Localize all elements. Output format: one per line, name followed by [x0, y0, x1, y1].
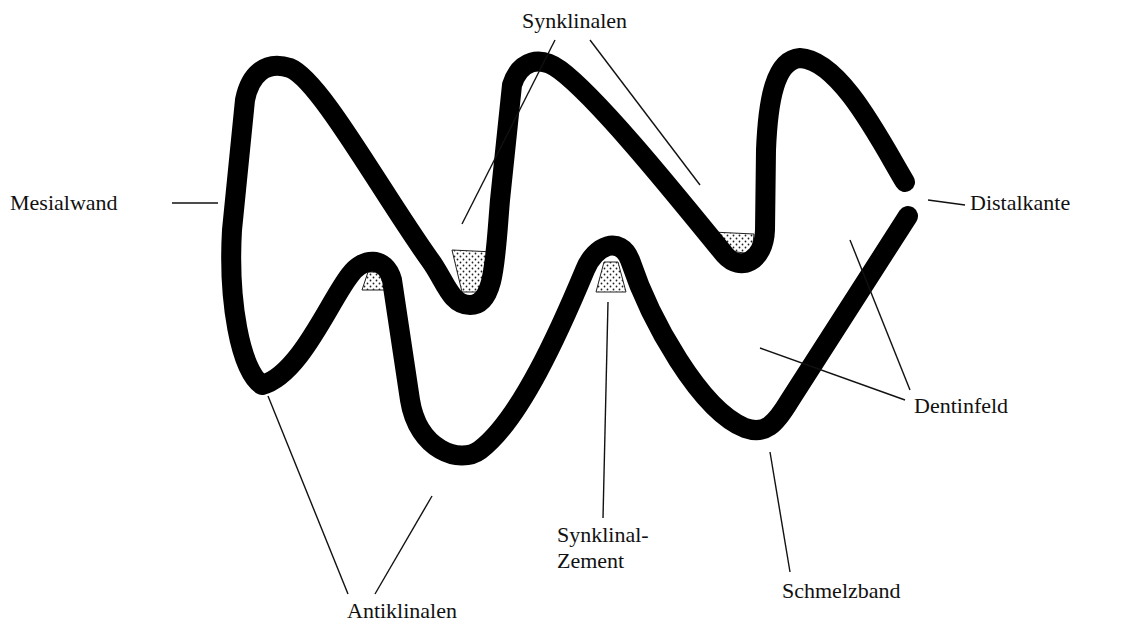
part-label: Mesialwand [8, 190, 120, 216]
cement-patch [596, 262, 626, 292]
part-label: Distalkante [968, 190, 1072, 216]
fold-label: Synklinalen [520, 8, 629, 34]
part-label: Dentinfeld [912, 393, 1010, 419]
leader-line [268, 396, 348, 594]
leader-line [590, 40, 700, 185]
leader-line [603, 302, 608, 518]
leader-line [928, 200, 965, 205]
leader-line [760, 348, 905, 400]
leader-line [462, 40, 555, 224]
enamel-band [231, 58, 908, 456]
leader-line [770, 452, 790, 572]
leader-line [375, 496, 432, 594]
fold-label: Antiklinalen [345, 598, 459, 624]
part-label: Synklinal- Zement [555, 522, 659, 575]
leader-line [172, 202, 218, 203]
leader-line [850, 240, 910, 390]
part-label: Schmelzband [780, 578, 903, 604]
